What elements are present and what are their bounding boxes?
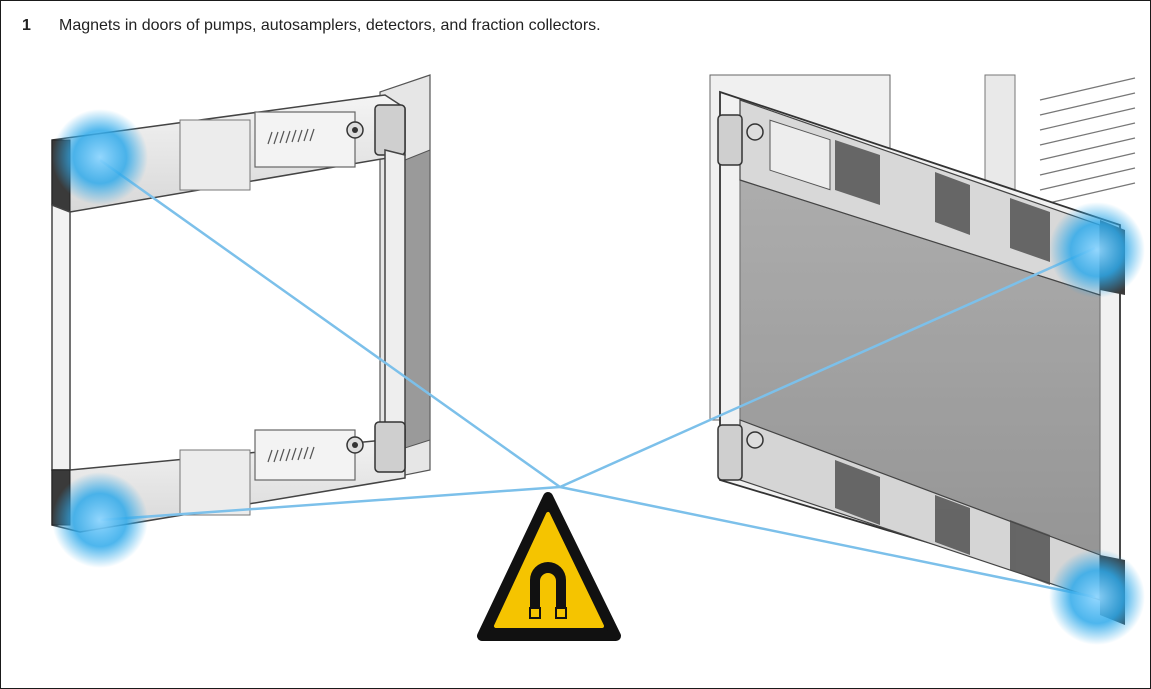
- magnet-highlights: [52, 109, 1145, 645]
- right-door: [709, 74, 1136, 625]
- caption-number: 1: [22, 17, 31, 34]
- magnet-top-left: [52, 109, 148, 205]
- caption-text: Magnets in doors of pumps, autosamplers,…: [59, 17, 601, 34]
- magnet-connector-lines: [99, 158, 1096, 599]
- magnet-top-right: [1049, 202, 1145, 298]
- magnet-warning-sign: [477, 492, 621, 641]
- figure-caption: 1 Magnets in doors of pumps, autosampler…: [22, 17, 601, 35]
- magnet-icon: [529, 562, 567, 619]
- magnet-bottom-left: [52, 472, 148, 568]
- magnet-bottom-right: [1049, 549, 1145, 645]
